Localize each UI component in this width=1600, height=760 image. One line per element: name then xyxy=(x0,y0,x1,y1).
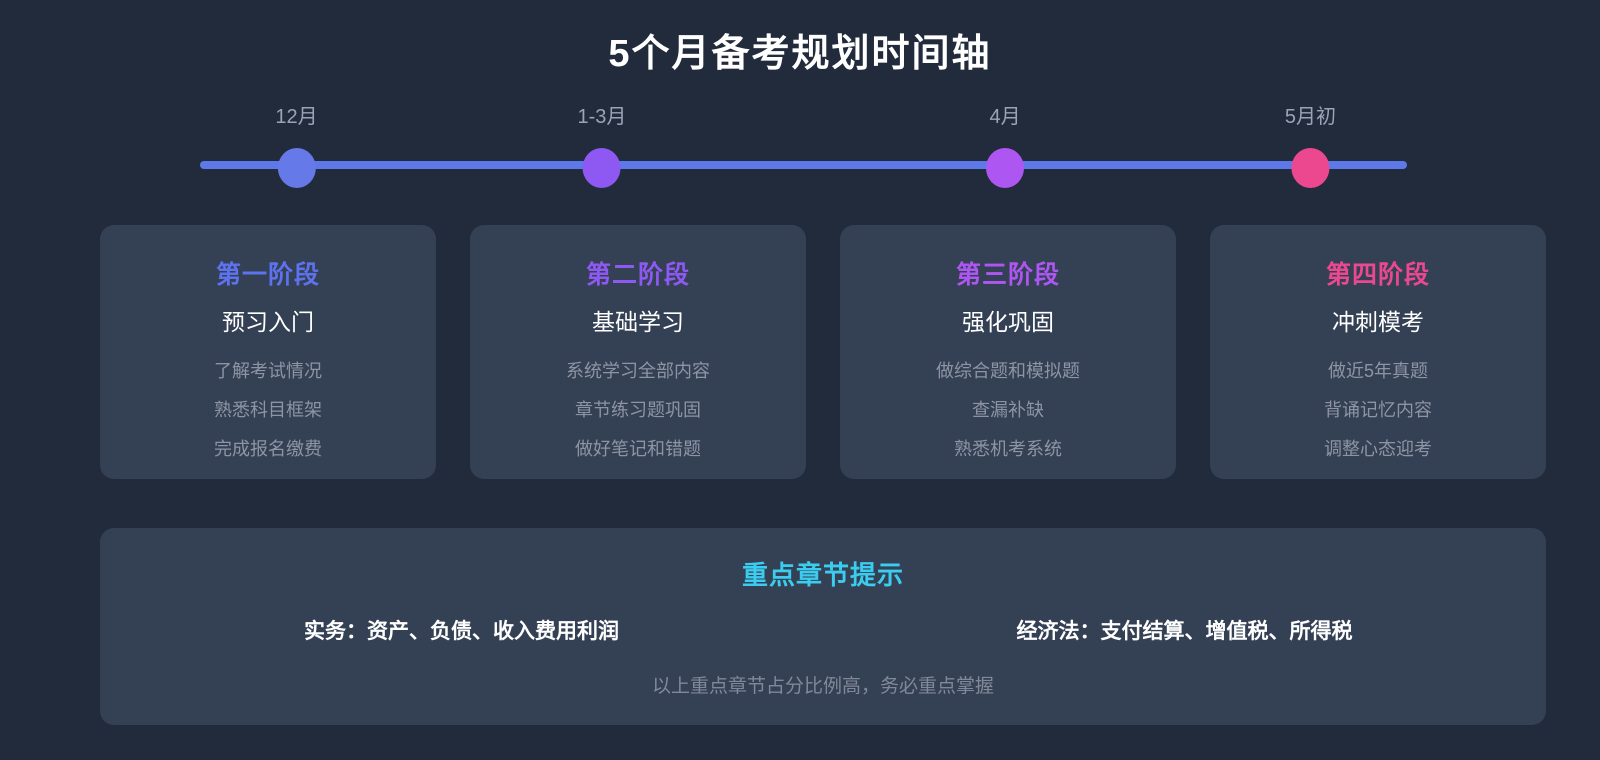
stage-item: 查漏补缺 xyxy=(972,400,1044,420)
stage-item: 背诵记忆内容 xyxy=(1324,400,1432,420)
stage-subtitle: 预习入门 xyxy=(222,309,314,335)
page-title: 5个月备考规划时间轴 xyxy=(608,33,992,75)
timeline-dot xyxy=(582,148,621,188)
stage-item: 了解考试情况 xyxy=(214,361,322,381)
stage-card-2: 第二阶段 基础学习 系统学习全部内容 章节练习题巩固 做好笔记和错题 xyxy=(470,225,806,479)
stage-subtitle: 基础学习 xyxy=(592,309,684,335)
stage-subtitle: 冲刺模考 xyxy=(1332,309,1424,335)
content-wrapper: 12月 1-3月 4月 5月初 第一阶段 预习入门 了解考试情况 熟悉科目框架 … xyxy=(100,102,1546,725)
timeline-month-label: 5月初 xyxy=(1284,106,1336,128)
timeline-month-label: 1-3月 xyxy=(577,106,627,128)
timeline-milestone-1: 12月 xyxy=(275,104,318,188)
timeline-dot xyxy=(986,148,1025,188)
key-chapters-note: 以上重点章节占分比例高，务必重点掌握 xyxy=(651,676,994,697)
stage-card-4: 第四阶段 冲刺模考 做近5年真题 背诵记忆内容 调整心态迎考 xyxy=(1210,225,1546,479)
timeline-month-label: 12月 xyxy=(275,106,318,128)
stage-item-list: 系统学习全部内容 章节练习题巩固 做好笔记和错题 xyxy=(486,359,790,462)
stage-item: 系统学习全部内容 xyxy=(566,361,710,381)
stage-card-3: 第三阶段 强化巩固 做综合题和模拟题 查漏补缺 熟悉机考系统 xyxy=(840,225,1176,479)
stage-title: 第三阶段 xyxy=(955,261,1060,289)
timeline-dot xyxy=(277,148,316,188)
stage-card-1: 第一阶段 预习入门 了解考试情况 熟悉科目框架 完成报名缴费 xyxy=(100,225,436,479)
stage-item: 做近5年真题 xyxy=(1327,361,1428,381)
timeline-month-label: 4月 xyxy=(989,106,1021,128)
timeline-milestone-4: 5月初 xyxy=(1285,104,1336,188)
stage-item: 完成报名缴费 xyxy=(214,439,322,459)
timeline-dot xyxy=(1291,148,1330,188)
stage-item: 章节练习题巩固 xyxy=(575,400,701,420)
timeline-milestone-3: 4月 xyxy=(986,104,1025,188)
stage-item: 调整心态迎考 xyxy=(1324,439,1432,459)
stage-title: 第一阶段 xyxy=(215,261,320,289)
stage-item: 做好笔记和错题 xyxy=(575,439,701,459)
stage-item: 熟悉机考系统 xyxy=(954,439,1062,459)
stage-item: 做综合题和模拟题 xyxy=(936,361,1080,381)
stage-item-list: 做近5年真题 背诵记忆内容 调整心态迎考 xyxy=(1226,359,1530,462)
key-chapters-title: 重点章节提示 xyxy=(741,560,904,590)
key-chapters-panel: 重点章节提示 实务：资产、负债、收入费用利润 经济法：支付结算、增值税、所得税 … xyxy=(100,528,1546,725)
stage-item: 熟悉科目框架 xyxy=(214,400,322,420)
key-chapters-economic-law: 经济法：支付结算、增值税、所得税 xyxy=(1016,620,1353,643)
stage-cards: 第一阶段 预习入门 了解考试情况 熟悉科目框架 完成报名缴费 第二阶段 基础学习… xyxy=(100,225,1546,479)
stage-title: 第四阶段 xyxy=(1325,261,1430,289)
stage-item-list: 做综合题和模拟题 查漏补缺 熟悉机考系统 xyxy=(856,359,1160,462)
stage-title: 第二阶段 xyxy=(585,261,690,289)
stage-item-list: 了解考试情况 熟悉科目框架 完成报名缴费 xyxy=(116,359,420,462)
stage-subtitle: 强化巩固 xyxy=(962,309,1054,335)
timeline-line xyxy=(200,161,1407,169)
key-chapters-columns: 实务：资产、负债、收入费用利润 经济法：支付结算、增值税、所得税 xyxy=(100,618,1546,646)
timeline: 12月 1-3月 4月 5月初 xyxy=(200,102,1407,197)
timeline-milestone-2: 1-3月 xyxy=(577,104,626,188)
key-chapters-practical: 实务：资产、负债、收入费用利润 xyxy=(304,620,619,643)
